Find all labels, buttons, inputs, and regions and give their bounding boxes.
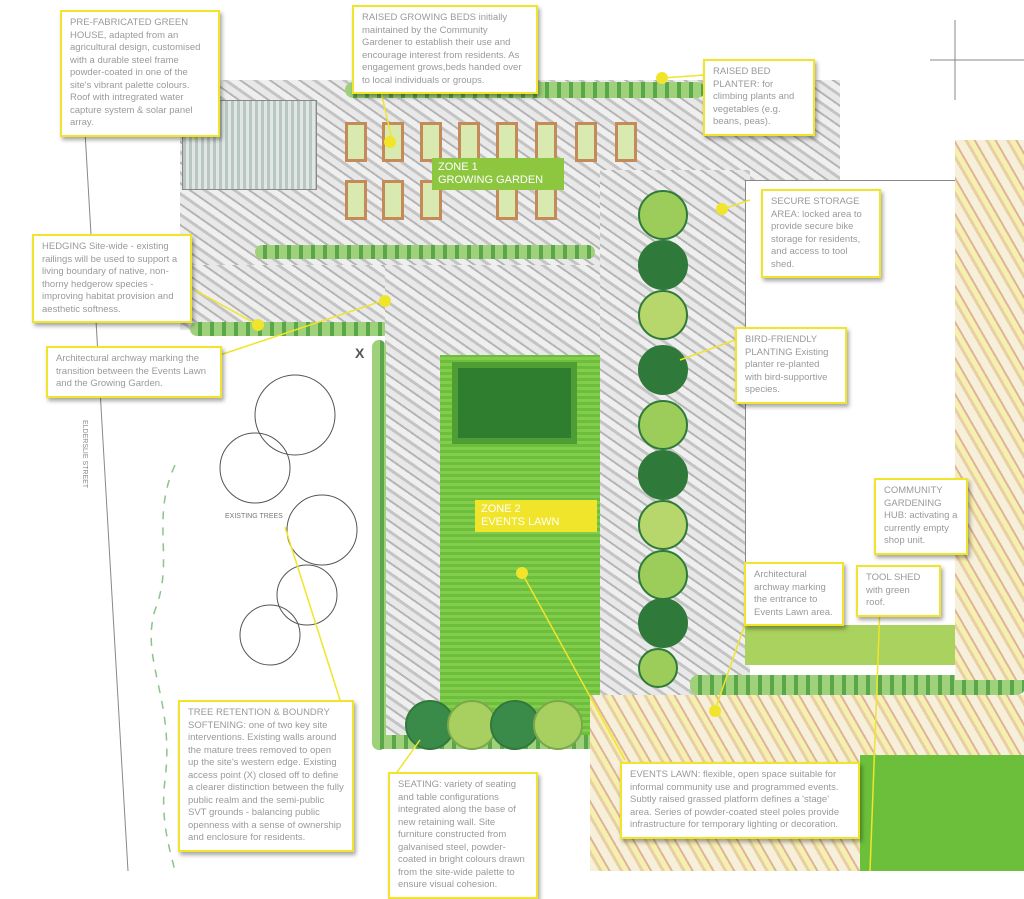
hedge-south xyxy=(690,675,1024,695)
callout-seating: SEATING: variety of seating and table co… xyxy=(388,772,538,899)
hedge-lawn-west xyxy=(372,340,386,750)
zone-number: ZONE 2 xyxy=(481,503,521,515)
existing-trees-label: EXISTING TREES xyxy=(225,513,283,520)
callout-tool-shed: TOOL SHED with green roof. xyxy=(856,565,941,617)
tool-shed-green-roof xyxy=(745,625,955,665)
zone-name: GROWING GARDEN xyxy=(438,174,544,186)
callout-raised-beds: RAISED GROWING BEDS initially maintained… xyxy=(352,5,538,94)
stage-area xyxy=(452,362,577,444)
callout-greenhouse: PRE-FABRICATED GREEN HOUSE, adapted from… xyxy=(60,10,220,137)
access-point-marker: X xyxy=(355,345,365,361)
hedge-west xyxy=(190,322,390,336)
callout-bird-friendly: BIRD-FRIENDLY PLANTING Existing planter … xyxy=(735,327,847,404)
callout-leaders xyxy=(189,64,881,871)
callout-archway-east: Architectural archway marking the entran… xyxy=(744,562,844,626)
callout-events-lawn: EVENTS LAWN: flexible, open space suitab… xyxy=(620,762,860,839)
zone-name: EVENTS LAWN xyxy=(481,516,560,528)
south-lawn xyxy=(860,755,1024,871)
callout-community-hub: COMMUNITY GARDENING HUB: activating a cu… xyxy=(874,478,968,555)
site-linework xyxy=(81,20,1024,871)
hedge-north xyxy=(255,245,595,259)
west-paving xyxy=(180,265,390,330)
callout-raised-bed-planter: RAISED BED PLANTER: for climbing plants … xyxy=(703,59,815,136)
callout-hedging: HEDGING Site-wide - existing railings wi… xyxy=(32,234,192,323)
callout-archway-west: Architectural archway marking the transi… xyxy=(46,346,222,398)
callout-tree-retention: TREE RETENTION & BOUNDRY SOFTENING: one … xyxy=(178,700,354,852)
zone-number: ZONE 1 xyxy=(438,161,478,173)
callout-secure-storage: SECURE STORAGE AREA: locked area to prov… xyxy=(761,189,881,278)
community-hub-paving xyxy=(955,140,1024,680)
